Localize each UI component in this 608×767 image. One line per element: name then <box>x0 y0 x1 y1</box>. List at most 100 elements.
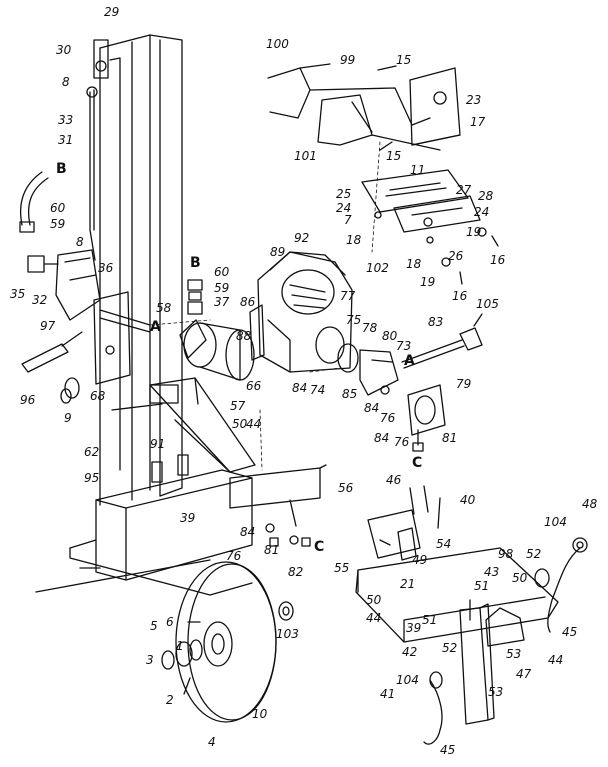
leader-lines <box>149 141 381 471</box>
callout-label: B <box>190 255 201 271</box>
callout-label: 81 <box>264 543 280 557</box>
control-rod <box>86 86 98 261</box>
callout-label: C <box>314 539 325 555</box>
callout-label: 37 <box>214 295 230 309</box>
callout-label: 77 <box>340 289 356 303</box>
callout-label: 40 <box>460 493 476 507</box>
callout-label: 76 <box>226 549 242 563</box>
callout-label: 44 <box>366 611 382 625</box>
callout-label: 28 <box>478 189 494 203</box>
callout-label: 55 <box>334 561 350 575</box>
safety-chain <box>423 537 588 745</box>
callout-label: 19 <box>466 225 482 239</box>
mount-plates <box>361 169 499 285</box>
callout-label: 9 <box>64 411 72 425</box>
callout-label: 43 <box>484 565 500 579</box>
callout-label: 19 <box>420 275 436 289</box>
callout-label: 31 <box>58 133 74 147</box>
seal <box>278 601 294 621</box>
callout-label: 7 <box>344 213 352 227</box>
support-arm <box>149 377 256 473</box>
callout-label: 81 <box>442 431 458 445</box>
callout-label: 50 <box>512 571 528 585</box>
callout-label: 96 <box>20 393 36 407</box>
callout-label: 92 <box>294 231 310 245</box>
small-fasteners <box>265 499 311 547</box>
callout-label: B <box>56 161 67 177</box>
callout-label: 47 <box>516 667 532 681</box>
callout-label: 83 <box>428 315 444 329</box>
callout-label: 85 <box>342 387 358 401</box>
callout-label: 101 <box>294 149 317 163</box>
callout-label: A <box>404 353 415 369</box>
callout-label: 6 <box>166 615 174 629</box>
valve-handle <box>21 331 83 373</box>
callout-label: 42 <box>402 645 418 659</box>
callout-label: 16 <box>452 289 468 303</box>
callout-label: 24 <box>336 201 352 215</box>
callout-label: 99 <box>340 53 356 67</box>
callout-label: 100 <box>266 37 289 51</box>
coupling-adapter <box>337 343 399 396</box>
engine-bracket <box>267 63 461 151</box>
callout-label: 39 <box>406 621 422 635</box>
callout-label: 29 <box>104 5 120 19</box>
wheel-hub-parts <box>161 639 203 695</box>
callout-label: 88 <box>236 329 252 343</box>
callout-label: 15 <box>386 149 402 163</box>
callout-label: 23 <box>466 93 482 107</box>
callout-label: 46 <box>386 473 402 487</box>
vertical-beam <box>99 34 183 506</box>
hose <box>19 171 49 233</box>
callout-label: 18 <box>406 257 422 271</box>
callout-label: 75 <box>346 313 362 327</box>
base-plate <box>35 539 253 596</box>
callout-label: 102 <box>366 261 389 275</box>
callout-label: 53 <box>488 685 504 699</box>
callout-label: 26 <box>448 249 464 263</box>
callout-label: 3 <box>146 653 154 667</box>
callout-label: 49 <box>412 553 428 567</box>
callout-label: 59 <box>214 281 230 295</box>
pressure-line <box>401 313 483 369</box>
callout-label: 62 <box>84 445 100 459</box>
callout-label: 84 <box>292 381 308 395</box>
callout-label: 73 <box>396 339 412 353</box>
callout-label: 82 <box>288 565 304 579</box>
callout-label: 89 <box>270 245 286 259</box>
callout-label: 84 <box>240 525 256 539</box>
callout-label: 33 <box>58 113 74 127</box>
callout-label: 39 <box>180 511 196 525</box>
callout-label: 50 <box>232 417 248 431</box>
callout-label: 15 <box>396 53 412 67</box>
callout-label: 95 <box>84 471 100 485</box>
callout-label: 44 <box>548 653 564 667</box>
callout-label: 17 <box>470 115 486 129</box>
callout-label: 60 <box>50 201 66 215</box>
fitting-9 <box>60 377 80 404</box>
callout-label: 80 <box>382 329 398 343</box>
callout-label: 2 <box>166 693 174 707</box>
callout-label: 4 <box>208 735 216 749</box>
callout-label: C <box>412 455 423 471</box>
callout-label: 104 <box>544 515 567 529</box>
callout-label: 59 <box>50 217 66 231</box>
callout-label: 74 <box>310 383 326 397</box>
callout-label: 84 <box>374 431 390 445</box>
callout-label: 16 <box>490 253 506 267</box>
callout-label: 51 <box>474 579 490 593</box>
callout-label: 8 <box>62 75 70 89</box>
fitting-37 <box>187 279 203 315</box>
callout-label: 58 <box>156 301 172 315</box>
engine <box>249 251 353 373</box>
callout-label: 5 <box>150 619 158 633</box>
callout-label: 103 <box>276 627 299 641</box>
callout-label: 44 <box>246 417 262 431</box>
callout-label: 60 <box>214 265 230 279</box>
callout-label: 86 <box>240 295 256 309</box>
callout-label: 41 <box>380 687 396 701</box>
top-bracket <box>93 39 109 79</box>
callout-label: 10 <box>252 707 268 721</box>
